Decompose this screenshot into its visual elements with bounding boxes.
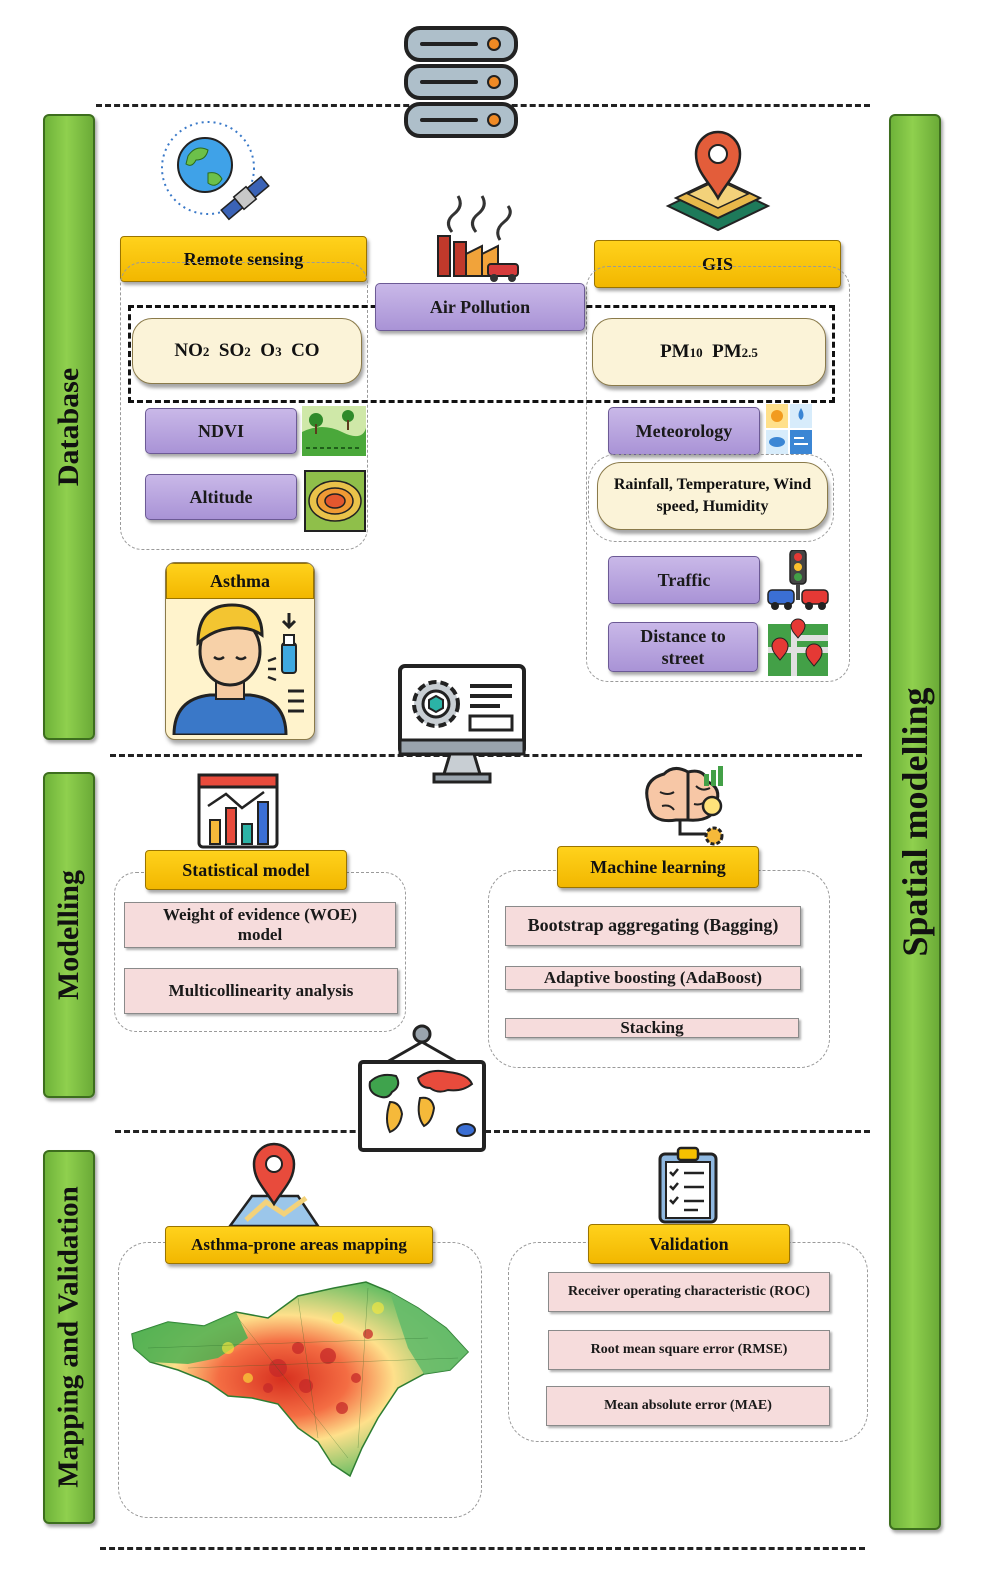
- altitude-contour-icon: [304, 470, 366, 532]
- validation-header: Validation: [588, 1224, 790, 1264]
- bagging-box: Bootstrap aggregating (Bagging): [505, 906, 801, 946]
- asthma-mapping-header: Asthma-prone areas mapping: [165, 1226, 433, 1264]
- gis-group: [586, 266, 850, 682]
- asthma-header: Asthma: [166, 563, 314, 599]
- separator-bottom: [100, 1547, 865, 1550]
- traffic-light-icon: [767, 550, 829, 610]
- computer-gear-icon: [398, 664, 526, 784]
- street-map-icon: [768, 618, 828, 676]
- met-vars-box: Rainfall, Temperature, Wind speed, Humid…: [597, 462, 828, 530]
- spatial-modelling-label: Spatial modelling: [895, 687, 935, 957]
- mapping-location-icon: [227, 1142, 321, 1228]
- spatial-modelling-bar: Spatial modelling: [889, 114, 941, 1530]
- separator-modelling-mapping: [115, 1130, 870, 1133]
- statistics-chart-icon: [197, 773, 279, 849]
- traffic-box: Traffic: [608, 556, 760, 604]
- stacking-box: Stacking: [505, 1018, 799, 1038]
- altitude-box: Altitude: [145, 474, 297, 520]
- mapping-section-bar: Mapping and Validation: [43, 1150, 95, 1524]
- remote-sensing-header: Remote sensing: [120, 236, 367, 282]
- database-icon: [404, 26, 518, 138]
- pm25-label: PM2.5: [712, 341, 758, 362]
- no2-label: NO2: [174, 340, 210, 361]
- ndvi-box: NDVI: [145, 408, 297, 454]
- world-map-board-icon: [358, 1024, 486, 1152]
- rmse-box: Root mean square error (RMSE): [548, 1330, 830, 1370]
- gis-pollutants-box: PM10 PM2.5: [592, 318, 826, 386]
- co-label: CO: [291, 340, 320, 361]
- database-section-bar: Database: [43, 114, 95, 740]
- mapping-section-label: Mapping and Validation: [52, 1186, 85, 1488]
- modelling-section-label: Modelling: [52, 869, 85, 1001]
- brain-ml-icon: [645, 766, 724, 846]
- pm10-label: PM10: [660, 341, 703, 362]
- rs-pollutants-box: NO2 SO2 O3 CO: [132, 318, 362, 384]
- database-section-label: Database: [52, 367, 85, 487]
- factory-pollution-icon: [437, 195, 519, 282]
- ndvi-landscape-icon: [302, 406, 366, 456]
- remote-sensing-group: [120, 262, 368, 550]
- roc-box: Receiver operating characteristic (ROC): [548, 1272, 830, 1312]
- air-pollution-header: Air Pollution: [375, 283, 585, 331]
- distance-to-street-box: Distance to street: [608, 622, 758, 672]
- asthma-card: Asthma: [165, 562, 315, 740]
- o3-label: O3: [260, 340, 282, 361]
- multicollinearity-box: Multicollinearity analysis: [124, 968, 398, 1014]
- gis-header: GIS: [594, 240, 841, 288]
- so2-label: SO2: [218, 340, 251, 361]
- woe-model-box: Weight of evidence (WOE) model: [124, 902, 396, 948]
- asthma-person-inhaler-icon: [172, 603, 304, 735]
- statistical-model-header: Statistical model: [145, 850, 347, 890]
- machine-learning-header: Machine learning: [557, 846, 759, 888]
- met-vars-group: [588, 454, 834, 542]
- clipboard-checklist-icon: [658, 1146, 718, 1224]
- modelling-section-bar: Modelling: [43, 772, 95, 1098]
- gis-map-pin-icon: [665, 130, 771, 232]
- mae-box: Mean absolute error (MAE): [546, 1386, 830, 1426]
- meteorology-box: Meteorology: [608, 407, 760, 455]
- adaboost-box: Adaptive boosting (AdaBoost): [505, 966, 801, 990]
- weather-icon: [766, 404, 812, 454]
- satellite-earth-icon: [161, 121, 270, 221]
- asthma-risk-map: [131, 1281, 470, 1478]
